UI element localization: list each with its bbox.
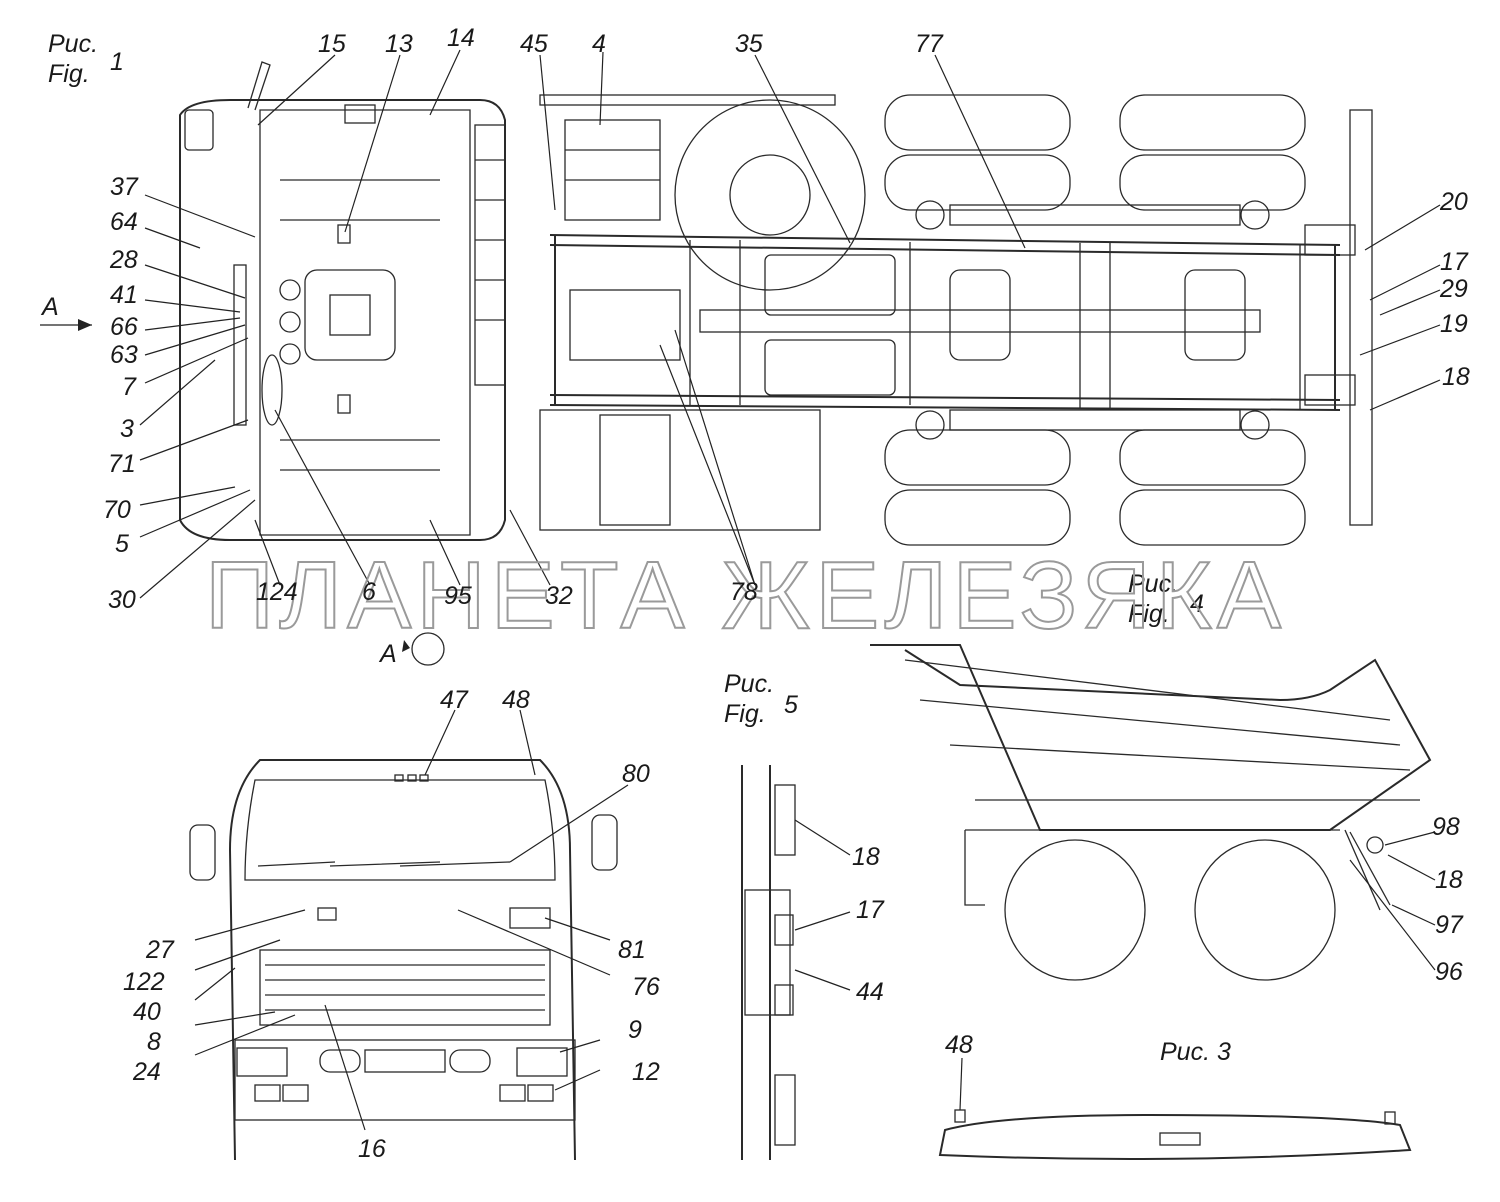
callout-fig4-18: 18 (1435, 866, 1463, 894)
callout-30: 30 (108, 586, 136, 614)
callouts-fig3: 48 (945, 1031, 973, 1059)
callout-122: 122 (123, 968, 165, 996)
callout-4: 4 (592, 30, 606, 58)
fig4-label-en: Fig. (1128, 600, 1170, 628)
callout-19: 19 (1440, 310, 1468, 338)
callout-fig5-44: 44 (856, 978, 884, 1006)
callout-18: 18 (1442, 363, 1470, 391)
fig1-label-ru: Рис. (48, 30, 98, 58)
fig3-label: Рис. 3 (1160, 1038, 1231, 1066)
figure-labels: Рис. Fig. 1 Рис. Fig. 4 Рис. Fig. 5 Рис.… (40, 30, 1231, 1066)
fig3-roof (938, 1057, 1412, 1160)
fig4-label-num: 4 (1190, 590, 1204, 618)
callout-fig3-48: 48 (945, 1031, 973, 1059)
callout-fig5-17: 17 (856, 896, 885, 924)
callout-78: 78 (730, 578, 758, 606)
callout-95: 95 (444, 582, 472, 610)
callout-35: 35 (735, 30, 763, 58)
callout-9: 9 (628, 1016, 642, 1044)
callout-66: 66 (110, 313, 138, 341)
callout-16: 16 (358, 1135, 386, 1163)
callout-3: 3 (120, 415, 134, 443)
callout-70: 70 (103, 496, 131, 524)
fig1-label-num: 1 (110, 48, 124, 76)
callout-96: 96 (1435, 958, 1463, 986)
callout-81: 81 (618, 936, 646, 964)
callout-77: 77 (915, 30, 944, 58)
fig5-label-num: 5 (784, 691, 798, 719)
callout-63: 63 (110, 341, 138, 369)
callout-45: 45 (520, 30, 548, 58)
callout-15: 15 (318, 30, 346, 58)
fig5-label-ru: Рис. (724, 670, 774, 698)
front-view-leader-lines (194, 709, 629, 1131)
fig5-rear-detail (741, 765, 851, 1160)
callout-76: 76 (632, 973, 660, 1001)
fig4-label-ru: Рис. (1128, 570, 1178, 598)
callout-97: 97 (1435, 911, 1464, 939)
callout-29: 29 (1439, 275, 1468, 303)
callout-7: 7 (122, 373, 137, 401)
front-view-cab (189, 759, 618, 1161)
callout-47: 47 (440, 686, 469, 714)
callout-20: 20 (1439, 188, 1468, 216)
callout-64: 64 (110, 208, 138, 236)
callout-17: 17 (1440, 248, 1469, 276)
callout-8: 8 (147, 1028, 161, 1056)
callout-71: 71 (108, 450, 136, 478)
callout-41: 41 (110, 281, 138, 309)
callout-12: 12 (632, 1058, 660, 1086)
callout-37: 37 (110, 173, 139, 201)
callout-6: 6 (362, 578, 376, 606)
callout-14: 14 (447, 24, 475, 52)
watermark-text: ПЛАНЕТА ЖЕЛЕЗЯКА (205, 542, 1285, 649)
fig1-leader-lines (40, 49, 1441, 599)
callout-fig5-18: 18 (852, 843, 880, 871)
fig1-top-view (179, 61, 1373, 546)
callout-124: 124 (256, 578, 298, 606)
callout-13: 13 (385, 30, 413, 58)
callout-32: 32 (545, 582, 573, 610)
fig4-dump-body (870, 644, 1436, 981)
callout-48: 48 (502, 686, 530, 714)
callout-28: 28 (109, 246, 138, 274)
callouts-fig1: 15 13 14 45 4 35 77 37 64 28 41 66 63 7 … (103, 24, 1470, 614)
view-a-arrow-label: A (378, 640, 397, 668)
view-a-label: A (40, 293, 59, 321)
fig1-label-en: Fig. (48, 60, 90, 88)
callout-24: 24 (132, 1058, 161, 1086)
callouts-front: 47 48 80 27 122 40 8 24 16 81 76 9 12 (123, 686, 660, 1163)
callout-98: 98 (1432, 813, 1460, 841)
callout-80: 80 (622, 760, 650, 788)
callouts-fig4: 98 18 97 96 (1432, 813, 1464, 986)
fig5-label-en: Fig. (724, 700, 766, 728)
callout-40: 40 (133, 998, 161, 1026)
callout-5: 5 (115, 530, 129, 558)
watermark: ПЛАНЕТА ЖЕЛЕЗЯКА (204, 541, 1285, 650)
callouts-fig5: 18 17 44 (852, 843, 885, 1006)
callout-27: 27 (145, 936, 175, 964)
